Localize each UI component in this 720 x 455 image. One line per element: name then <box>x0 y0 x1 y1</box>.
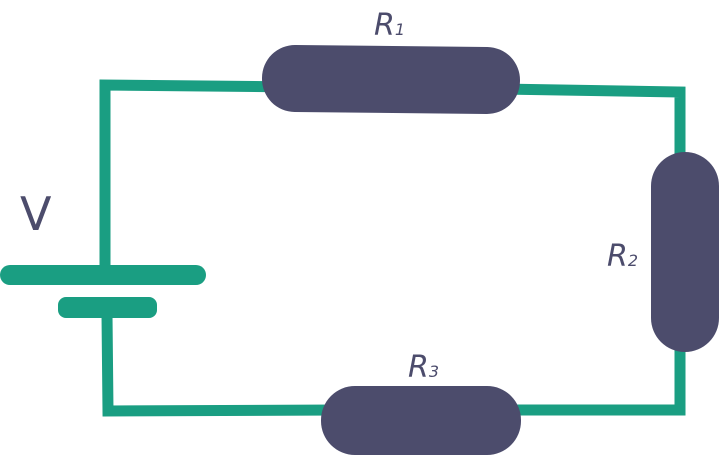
wire-bottom-left <box>101 314 341 417</box>
r1-label: R1 <box>374 8 405 43</box>
wire-left-top <box>99 79 301 268</box>
wires <box>99 79 686 417</box>
resistor-r1 <box>261 44 520 115</box>
voltage-label: V <box>20 187 52 241</box>
battery-negative-plate <box>58 297 157 318</box>
resistor-r2 <box>651 152 719 352</box>
resistor-r3 <box>321 386 521 455</box>
battery-positive-plate <box>0 265 206 285</box>
r2-label: R2 <box>607 239 638 274</box>
r3-label: R3 <box>408 350 439 385</box>
